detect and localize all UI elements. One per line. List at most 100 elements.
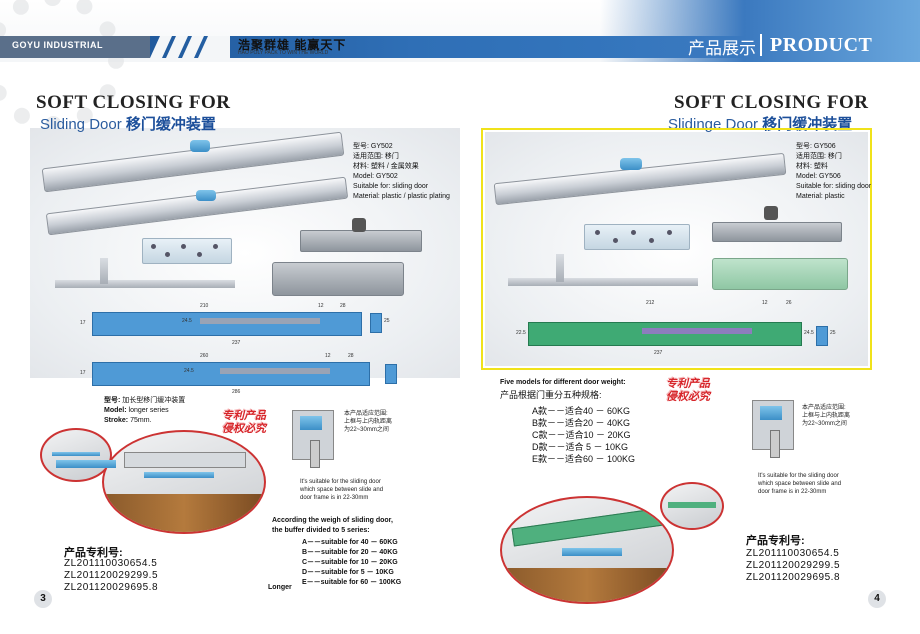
page-number-right: 4 <box>868 590 886 608</box>
left-weights-list: A－－suitable for 40 － 60KG B－－suitable fo… <box>302 538 401 588</box>
mounting-plate-white <box>142 238 232 264</box>
right-spec-model-en: Model: GY506 <box>796 173 841 180</box>
five-models-heading-cn: 产品根据门重分五种规格: <box>500 390 602 400</box>
dim-label: 24.5 <box>182 318 192 324</box>
note-en-line: door frame is in 22-30mm <box>758 489 827 495</box>
stripe-slashes-icon <box>150 36 230 58</box>
left-patent-heading: 产品专利号: <box>64 547 123 559</box>
left-page-subtitle: Sliding Door 移门缓冲装置 <box>40 113 216 134</box>
right-page-title: SOFT CLOSING FOR <box>674 92 869 113</box>
technical-drawing-gy506 <box>528 322 802 346</box>
slogan-chinese: 浩聚群雄 能赢天下 <box>238 38 347 52</box>
dim-label: 212 <box>646 300 655 306</box>
weight-model-item: E款－－适合60 － 100KG <box>532 454 636 464</box>
l-bracket-flat <box>55 280 235 288</box>
longer-model-en-label: Model: <box>104 407 127 414</box>
piston-tube <box>200 318 320 324</box>
scene-detail-small-right <box>660 482 724 530</box>
patent-number: ZL201120029299.5 <box>746 560 841 571</box>
blue-catch-top <box>190 140 210 152</box>
l-bracket-upright <box>100 258 108 284</box>
left-spec-suitable-en: Suitable for: sliding door <box>353 183 429 190</box>
scene-detail-small-left <box>40 428 112 482</box>
left-spec-material-en: Material: plastic / plastic plating <box>353 193 450 200</box>
dim-label: 22.5 <box>516 330 526 336</box>
product-label-english: PRODUCT <box>770 34 873 56</box>
scene-detail-large-right <box>500 496 674 604</box>
note-cn-line: 上框与上内轨距离 <box>344 419 393 425</box>
weight-model-item: A款－－适合40 － 60KG <box>532 406 631 416</box>
dim-label: 260 <box>200 353 209 359</box>
longer-stroke-value: 75mm. <box>130 417 152 424</box>
note-cn-line: 为22~30mm之间 <box>344 427 389 433</box>
left-spec-model-cn: 型号: GY502 <box>353 143 393 150</box>
dim-label: 25 <box>384 318 390 324</box>
patent-stamp-right: 专利产品 侵权必究 <box>666 378 710 404</box>
weight-series-item: E－－suitable for 60 － 100KG <box>302 579 402 586</box>
dim-label: 12 <box>762 300 768 306</box>
dim-label: 28 <box>348 353 354 359</box>
dim-label: 286 <box>232 389 241 395</box>
patent-number: ZL201120029299.5 <box>64 570 159 581</box>
technical-drawing-standard <box>92 312 362 336</box>
installation-door-edge <box>770 430 780 458</box>
longer-series-spec: 型号: 加长型移门缓冲装置 Model: longer series Strok… <box>104 396 234 426</box>
weight-series-item: D－－suitable for 5 － 10KG <box>302 569 394 576</box>
product-label-chinese: 产品展示 <box>688 39 756 58</box>
right-spec-scope-cn: 适用范围: 移门 <box>796 153 842 160</box>
note-en-line: It's suitable for the sliding door <box>758 473 839 479</box>
slogan-english: HAO POLY PACK TO WIN THE WORLD <box>238 50 329 56</box>
damper-block-green <box>712 258 848 290</box>
left-subtitle-en: Sliding Door <box>40 116 122 133</box>
installation-note-en-right: It's suitable for the sliding door which… <box>758 472 841 496</box>
left-spec-block: 型号: GY502 适用范围: 移门 材料: 塑料 / 金属效果 Model: … <box>353 142 450 202</box>
activator-bracket <box>300 230 422 252</box>
weight-model-item: D款－－适合 5 － 10KG <box>532 442 629 452</box>
dim-label: 210 <box>200 303 209 309</box>
brand-box <box>0 36 150 58</box>
left-spec-material-cn: 材料: 塑料 / 金属效果 <box>353 163 419 170</box>
five-models-heading-en: Five models for different door weight: <box>500 379 626 386</box>
right-patent-list: ZL201110030654.5 ZL201120029299.5 ZL2011… <box>746 548 840 584</box>
stamp-line1: 专利产品 <box>666 378 710 390</box>
note-cn-line: 本产品适应范围: <box>802 405 846 411</box>
right-spec-model-cn: 型号: GY506 <box>796 143 836 150</box>
installation-note-cn-left: 本产品适应范围: 上框与上内轨距离 为22~30mm之间 <box>344 410 392 434</box>
technical-drawing-longer <box>92 362 370 386</box>
dim-label: 237 <box>654 350 663 356</box>
brand-name: GOYU INDUSTRIAL <box>12 40 104 50</box>
highlight-frame <box>481 128 872 370</box>
mounting-plate-gy506 <box>584 224 690 250</box>
longer-model-cn-value: 加长型移门缓冲装置 <box>122 397 186 404</box>
damper-block-grey <box>272 262 404 296</box>
end-view-drawing <box>370 313 382 333</box>
note-en-line: door frame is in 22-30mm <box>300 495 369 501</box>
patent-stamp-left: 专利产品 侵权必究 <box>222 410 266 436</box>
weight-model-item: C款－－适合10 － 20KG <box>532 430 631 440</box>
note-en-line: which space between slide and <box>300 487 384 493</box>
activator-bracket-gy506 <box>712 222 842 242</box>
left-weights-heading: According the weigh of sliding door, the… <box>272 516 393 536</box>
left-spec-model-en: Model: GY502 <box>353 173 398 180</box>
right-spec-material-cn: 材料: 塑料 <box>796 163 828 170</box>
stamp-line2: 侵权必究 <box>222 423 266 435</box>
right-patent-heading: 产品专利号: <box>746 535 805 547</box>
weights-heading-line: the buffer divided to 5 series: <box>272 527 370 534</box>
note-cn-line: 本产品适应范围: <box>344 411 388 417</box>
scene-closer-left <box>56 460 116 468</box>
weight-series-item: C－－suitable for 10 － 20KG <box>302 559 398 566</box>
dim-label: 237 <box>232 340 241 346</box>
dim-label: 24.5 <box>804 330 814 336</box>
piston-tube-longer <box>220 368 330 374</box>
scene-detail-large-left <box>102 430 266 534</box>
dim-label: 28 <box>340 303 346 309</box>
patent-number: ZL201110030654.5 <box>64 558 158 569</box>
right-spec-material-en: Material: plastic <box>796 193 845 200</box>
installation-note-cn-right: 本产品适应范围: 上框与上内轨距离 为22~30mm之间 <box>802 404 850 428</box>
end-view-drawing <box>816 326 828 346</box>
piston-tube-gy506 <box>642 328 752 334</box>
stamp-line1: 专利产品 <box>222 410 266 422</box>
longer-stroke-label: Stroke: <box>104 417 129 424</box>
patent-number: ZL201120029695.8 <box>746 572 841 583</box>
dim-label: 24.5 <box>184 368 194 374</box>
